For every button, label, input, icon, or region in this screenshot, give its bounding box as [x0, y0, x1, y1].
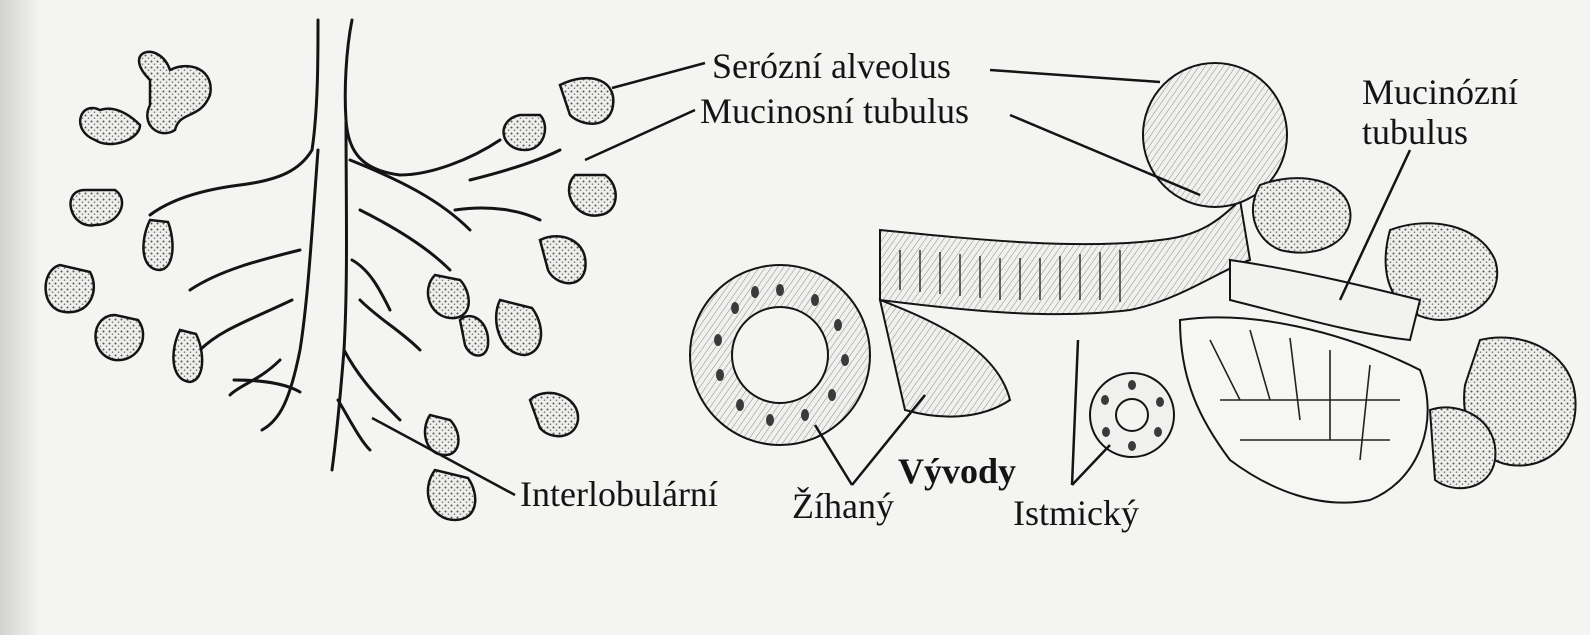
label-istmicky: Istmický: [1013, 495, 1139, 531]
label-serozni-alveolus: Serózní alveolus: [712, 48, 951, 84]
label-mucinozni-tubulus: Mucinózní tubulus: [1362, 72, 1518, 153]
leader-istmicky-b: [1072, 445, 1110, 485]
label-mucinozni-line1: Mucinózní: [1362, 72, 1518, 112]
leader-serozni-right: [990, 70, 1160, 82]
label-zihany: Žíhaný: [792, 488, 894, 524]
page-shadow: [0, 0, 40, 635]
leader-serozni-left: [612, 63, 705, 88]
acini-left: [46, 52, 616, 520]
label-interlobularni: Interlobulární: [520, 476, 718, 512]
leader-istmicky-a: [1072, 340, 1078, 485]
label-mucinosni-tubulus: Mucinosní tubulus: [700, 93, 969, 129]
leader-zihany-a: [815, 425, 852, 485]
label-mucinozni-line2: tubulus: [1362, 112, 1518, 152]
label-vyvody: Vývody: [898, 453, 1016, 489]
